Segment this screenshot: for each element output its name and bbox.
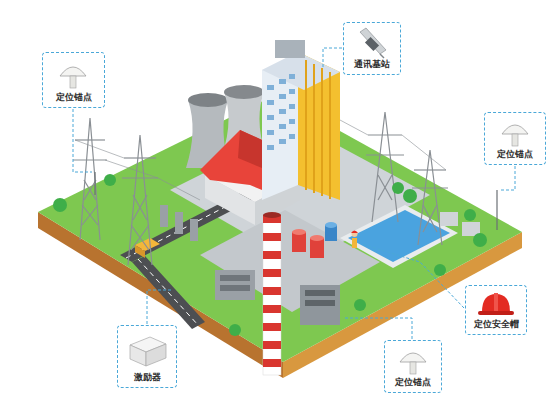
callout-box: 定位安全帽 (465, 285, 527, 335)
callout-label: 定位锚点 (395, 377, 431, 388)
callout-label: 定位锚点 (56, 92, 92, 103)
callout-label: 通讯基站 (354, 59, 390, 70)
callout-label: 定位安全帽 (474, 319, 519, 330)
callout-label: 定位锚点 (497, 149, 533, 160)
callout-box: 定位锚点 (384, 340, 442, 393)
callout-box: 激励器 (117, 325, 177, 388)
callout-box: 通讯基站 (343, 22, 401, 75)
callout-label: 激励器 (134, 372, 161, 383)
callout-box: 定位锚点 (484, 112, 546, 165)
callout-box: 定位锚点 (42, 52, 105, 108)
